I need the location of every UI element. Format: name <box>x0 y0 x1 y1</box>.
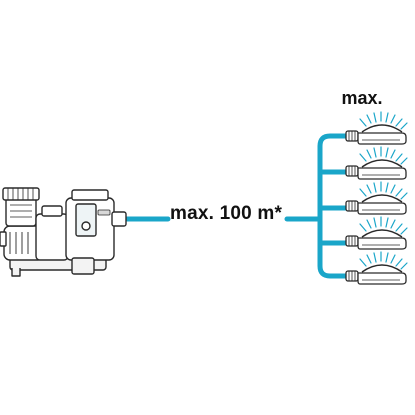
pump-button <box>81 221 91 231</box>
pump-filter-grip <box>7 188 34 200</box>
pump-foot <box>71 257 95 275</box>
pump-display <box>75 203 97 237</box>
sprinkler-icon <box>345 216 408 250</box>
pump-middle-top <box>41 205 63 217</box>
pump-filter-lines <box>10 204 32 218</box>
pump-middle <box>35 213 69 261</box>
hose-lines <box>124 133 351 279</box>
pump-controller-top <box>71 189 109 201</box>
pump-icon <box>0 187 127 277</box>
pump-filter-cap <box>2 187 40 201</box>
sprinkler-icon <box>345 251 408 285</box>
sprinkler-icon <box>345 146 408 180</box>
pump-inlet <box>0 231 7 247</box>
sprinkler-icon <box>345 181 408 215</box>
max-label: max. <box>341 88 383 108</box>
sprinkler-icon <box>345 111 408 145</box>
sprinkler-group <box>345 111 408 285</box>
distance-label: max. 100 m* <box>170 203 283 224</box>
pump-motor-ribs <box>9 232 29 254</box>
pump-outlet <box>111 211 127 227</box>
pump-filter <box>5 197 37 227</box>
pump-logo <box>97 209 111 216</box>
pump-drain <box>11 268 21 277</box>
